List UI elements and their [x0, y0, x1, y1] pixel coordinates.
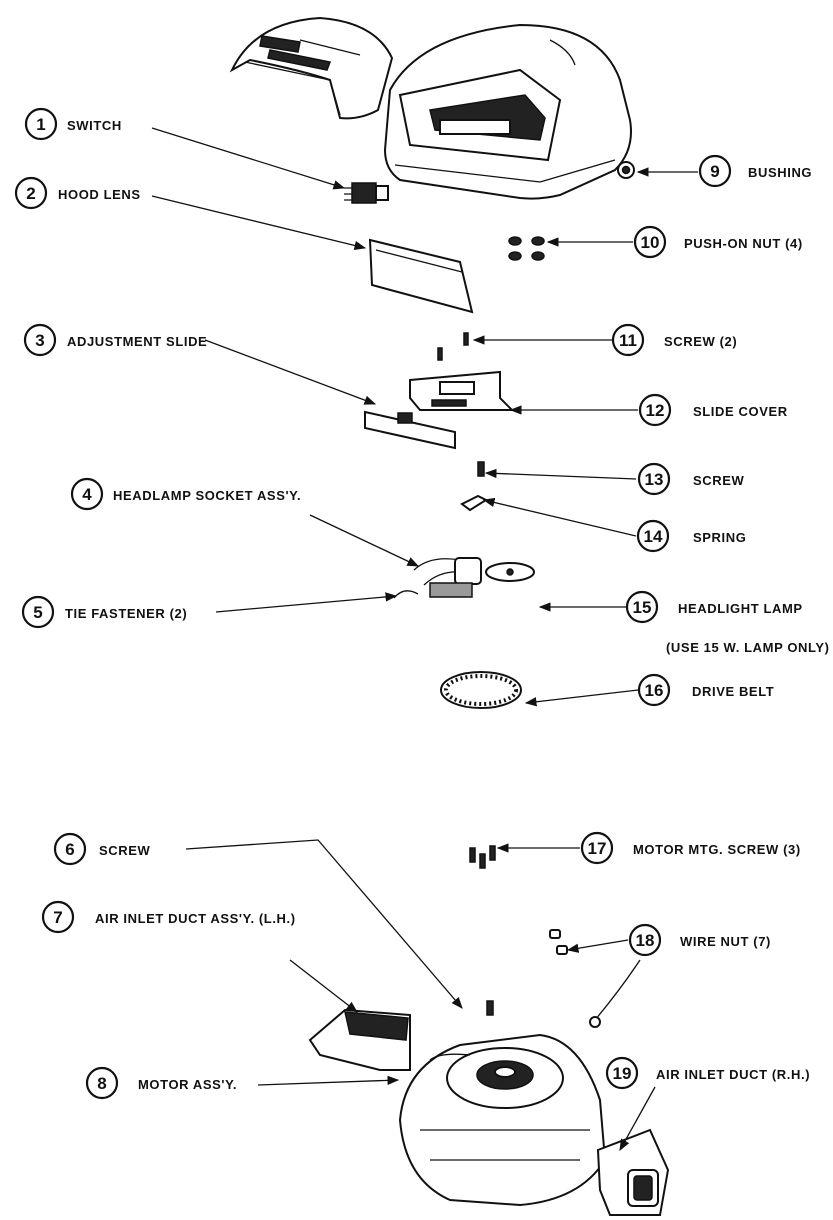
callout-number: 6 [65, 840, 74, 859]
air-inlet-duct-rh-part [596, 1128, 670, 1216]
callout-number: 14 [644, 527, 663, 546]
callout-label: SCREW (2) [664, 334, 737, 349]
headlamp-socket-part [413, 557, 535, 598]
callout-label: DRIVE BELT [692, 684, 774, 699]
callout-number: 18 [636, 931, 655, 950]
callout-label: MOTOR MTG. SCREW (3) [633, 842, 801, 857]
callout-7: 7 AIR INLET DUCT ASS'Y. (L.H.) [41, 900, 296, 934]
callout-label: ADJUSTMENT SLIDE [67, 334, 207, 349]
callout-number: 3 [35, 331, 44, 350]
callout-13: 13 SCREW [637, 462, 745, 496]
push-on-nuts-part [508, 236, 545, 261]
callout-label: HEADLAMP SOCKET ASS'Y. [113, 488, 301, 503]
callout-label: TIE FASTENER (2) [65, 606, 187, 621]
callout-label: SCREW [99, 843, 151, 858]
callout-1: 1 SWITCH [24, 107, 122, 141]
drive-belt-part [440, 671, 522, 709]
callout-number: 4 [82, 485, 92, 504]
callout-number: 9 [710, 162, 719, 181]
bushing-part [617, 161, 635, 179]
callout-12: 12 SLIDE COVER [638, 393, 788, 427]
callout-4: 4 HEADLAMP SOCKET ASS'Y. [70, 477, 301, 511]
callout-label: AIR INLET DUCT ASS'Y. (L.H.) [95, 911, 296, 926]
callout-10: 10 PUSH-ON NUT (4) [633, 225, 803, 259]
motor-mtg-screws-part [469, 845, 496, 869]
hood-lens-part [368, 238, 474, 314]
callout-number: 1 [36, 115, 45, 134]
callout-number: 17 [588, 839, 607, 858]
callout-number: 19 [613, 1064, 632, 1083]
callout-label: PUSH-ON NUT (4) [684, 236, 803, 251]
wire-nuts-part [549, 929, 641, 1028]
callout-number: 8 [97, 1074, 106, 1093]
callout-label: MOTOR ASS'Y. [138, 1077, 237, 1092]
callout-label: BUSHING [748, 165, 812, 180]
callout-number: 12 [646, 401, 665, 420]
callout-label: WIRE NUT (7) [680, 934, 771, 949]
callout-16: 16 DRIVE BELT [637, 673, 774, 707]
callout-number: 15 [633, 598, 652, 617]
callout-number: 10 [641, 233, 660, 252]
callout-label: SWITCH [67, 118, 122, 133]
tie-fastener-part [393, 590, 419, 599]
screw-6-part [486, 1000, 494, 1016]
callout-number: 7 [53, 908, 62, 927]
callout-label: SCREW [693, 473, 745, 488]
slide-cover-part [409, 332, 515, 411]
callout-11: 11 SCREW (2) [611, 323, 737, 357]
callout-label: SLIDE COVER [693, 404, 788, 419]
callout-8: 8 MOTOR ASS'Y. [85, 1066, 237, 1100]
callout-17: 17 MOTOR MTG. SCREW (3) [580, 831, 801, 865]
screw-spring-part [460, 461, 489, 512]
callout-15: 15 HEADLIGHT LAMP (USE 15 W. LAMP ONLY) [625, 590, 830, 655]
switch-part [344, 182, 389, 204]
leader-lines [151, 127, 698, 1152]
lamp-note: (USE 15 W. LAMP ONLY) [666, 640, 830, 655]
callout-number: 16 [645, 681, 664, 700]
callout-number: 5 [33, 603, 42, 622]
callout-label: SPRING [693, 530, 746, 545]
callout-14: 14 SPRING [636, 519, 746, 553]
callout-9: 9 BUSHING [698, 154, 812, 188]
adjustment-slide-part [364, 410, 456, 450]
housing-part [383, 23, 632, 200]
callout-label: HEADLIGHT LAMP [678, 601, 803, 616]
callout-2: 2 HOOD LENS [14, 176, 141, 210]
callout-5: 5 TIE FASTENER (2) [21, 595, 187, 629]
callout-number: 11 [619, 331, 637, 350]
callout-number: 13 [645, 470, 664, 489]
callout-3: 3 ADJUSTMENT SLIDE [23, 323, 207, 357]
motor-assembly-part [398, 1033, 607, 1207]
callout-19: 19 AIR INLET DUCT (R.H.) [605, 1056, 810, 1090]
hood-cover-part [229, 16, 394, 120]
callout-18: 18 WIRE NUT (7) [628, 923, 771, 957]
air-inlet-duct-lh-part [308, 1008, 411, 1071]
callout-6: 6 SCREW [53, 832, 151, 866]
callout-label: AIR INLET DUCT (R.H.) [656, 1067, 810, 1082]
callout-label: HOOD LENS [58, 187, 141, 202]
callout-number: 2 [26, 184, 35, 203]
